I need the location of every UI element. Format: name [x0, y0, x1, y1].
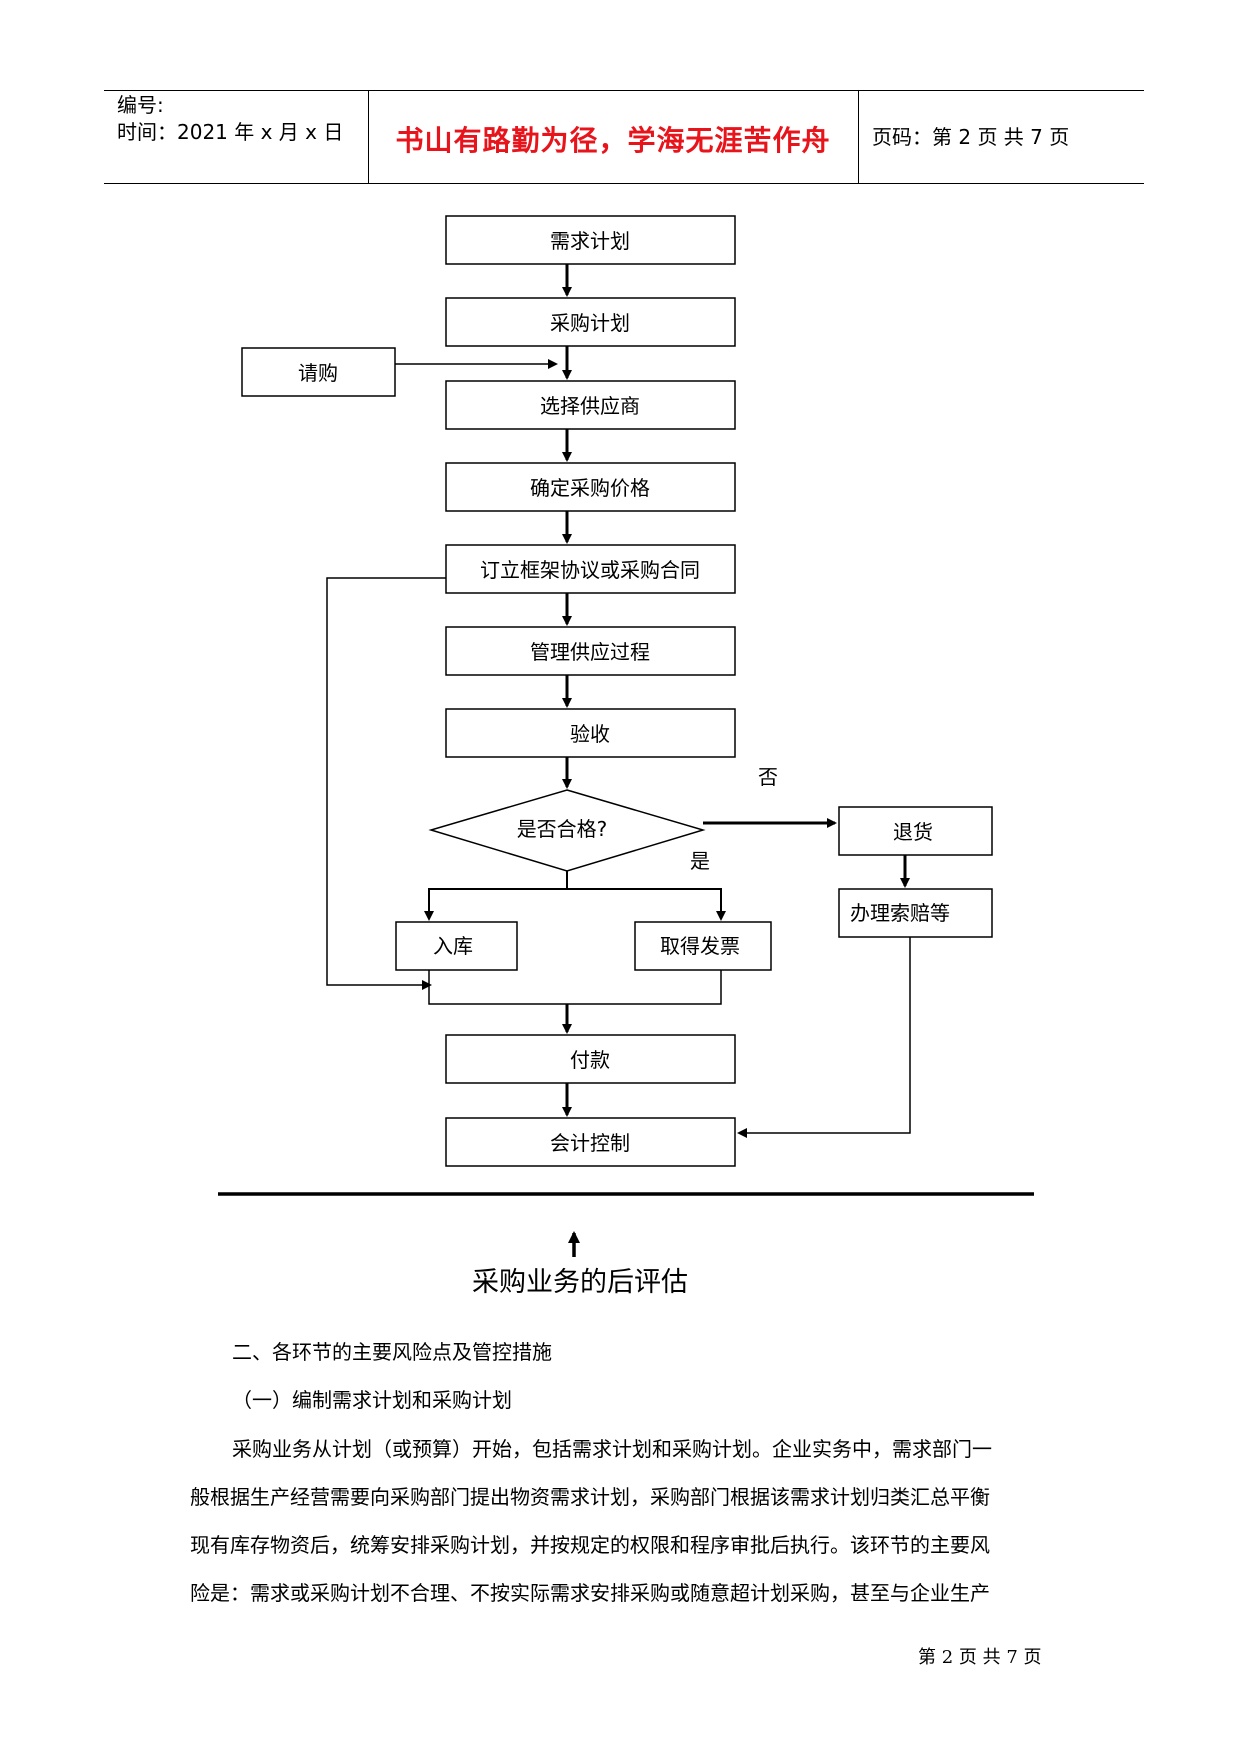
- paragraph-line: 险是：需求或采购计划不合理、不按实际需求安排采购或随意超计划采购，甚至与企业生产: [190, 1581, 990, 1605]
- claim-to-accounting: [737, 937, 911, 1138]
- header-top-rule: [104, 90, 1144, 91]
- page-footer: 第 2 页 共 7 页: [918, 1647, 1042, 1668]
- header-divider-right: [858, 90, 859, 183]
- qualified-question-label: 是否合格?: [517, 817, 608, 841]
- header-motto: 书山有路勤为径，学海无涯苦作舟: [395, 124, 831, 157]
- subsection-heading: （一）编制需求计划和采购计划: [232, 1388, 512, 1412]
- paragraph-line: 般根据生产经营需要向采购部门提出物资需求计划，采购部门根据该需求计划归类汇总平衡: [190, 1485, 990, 1509]
- header-time-label: 时间：2021 年 x 月 x 日: [117, 120, 344, 144]
- post-evaluation-label: 采购业务的后评估: [472, 1267, 688, 1298]
- purchase-plan-box: [445, 297, 736, 347]
- sign-contract-box: [445, 544, 736, 594]
- get-invoice-label: 取得发票: [660, 934, 740, 958]
- branch-to-warehousing: [424, 871, 568, 921]
- procurement-flowchart: 需求计划 采购计划 请购 选择供应商 确定采购价格 订立框架协议或采购合同 管理…: [218, 215, 1034, 1298]
- claim-label: 办理索赔等: [850, 901, 950, 925]
- paragraph-line: 采购业务从计划（或预算）开始，包括需求计划和采购计划。企业实务中，需求部门一: [232, 1437, 992, 1461]
- warehousing-label: 入库: [433, 934, 473, 958]
- claim-box: [838, 888, 993, 938]
- bypass-contract-to-warehousing: [326, 577, 446, 990]
- select-supplier-label: 选择供应商: [540, 394, 640, 418]
- header-number-label: 编号:: [117, 93, 164, 117]
- confirm-price-label: 确定采购价格: [530, 476, 650, 500]
- payment-label: 付款: [570, 1048, 610, 1072]
- header-bottom-rule: [104, 183, 1144, 184]
- accounting-control-box: [445, 1117, 736, 1167]
- purchase-plan-label: 采购计划: [550, 311, 630, 335]
- request-box: [241, 347, 396, 397]
- return-goods-box: [838, 806, 993, 856]
- payment-box: [445, 1034, 736, 1084]
- confirm-price-box: [445, 462, 736, 512]
- section-heading: 二、各环节的主要风险点及管控措施: [232, 1340, 552, 1364]
- demand-plan-label: 需求计划: [550, 229, 630, 253]
- no-branch-label: 否: [758, 765, 778, 789]
- yes-branch-label: 是: [690, 849, 710, 873]
- acceptance-box: [445, 708, 736, 758]
- manage-supply-label: 管理供应过程: [530, 640, 650, 664]
- accounting-control-label: 会计控制: [550, 1131, 630, 1155]
- body-paragraph: 采购业务从计划（或预算）开始，包括需求计划和采购计划。企业实务中，需求部门一 般…: [190, 1425, 1060, 1617]
- return-goods-label: 退货: [893, 820, 933, 844]
- merge-line: [428, 970, 722, 1005]
- sign-contract-label: 订立框架协议或采购合同: [480, 558, 700, 582]
- get-invoice-box: [634, 921, 772, 971]
- request-label: 请购: [298, 361, 338, 385]
- paragraph-line: 现有库存物资后，统筹安排采购计划，并按规定的权限和程序审批后执行。该环节的主要风: [190, 1533, 990, 1557]
- acceptance-label: 验收: [570, 722, 610, 746]
- warehousing-box: [395, 921, 518, 971]
- manage-supply-box: [445, 626, 736, 676]
- header-page-code: 页码：第 2 页 共 7 页: [872, 125, 1070, 149]
- header-divider-left: [368, 90, 369, 183]
- select-supplier-box: [445, 380, 736, 430]
- demand-plan-box: [445, 215, 736, 265]
- branch-to-invoice: [567, 888, 726, 921]
